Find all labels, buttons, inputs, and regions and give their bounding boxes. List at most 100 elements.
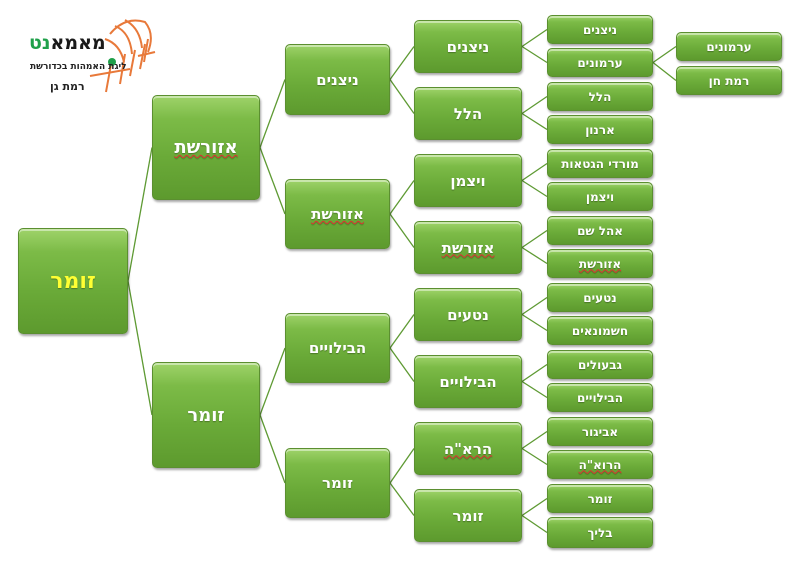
tree-node-l4[interactable]: זומר — [547, 484, 653, 513]
connector-line — [389, 448, 415, 484]
connector-line — [652, 45, 677, 64]
node-label: ארנון — [585, 122, 615, 137]
connector-line — [652, 61, 677, 82]
tree-node-l4[interactable]: אביגור — [547, 417, 653, 446]
tree-node-l4[interactable]: בליך — [547, 517, 653, 548]
tree-node-l4[interactable]: הלל — [547, 82, 653, 111]
tree-node-l4[interactable]: נטעים — [547, 283, 653, 312]
tree-node-l3[interactable]: אזורשת — [414, 221, 522, 274]
tree-node-l4[interactable]: הבילויים — [547, 383, 653, 412]
node-label: מורדי הגטאות — [561, 156, 639, 171]
node-label: ערמונים — [577, 55, 623, 70]
node-label: אזורשת — [578, 256, 622, 271]
connector-line — [521, 45, 548, 64]
node-label: זומר — [321, 474, 354, 492]
connector-line — [521, 246, 548, 265]
tree-node-l5[interactable]: רמת חן — [676, 66, 782, 95]
connector-line — [521, 313, 548, 332]
node-label: הבילויים — [577, 390, 623, 405]
connector-line — [259, 414, 286, 484]
connector-line — [521, 430, 548, 450]
node-label: נטעים — [583, 290, 617, 305]
tree-node-l3[interactable]: הרא"ה — [414, 422, 522, 475]
tree-node-l5[interactable]: ערמונים — [676, 32, 782, 61]
tree-node-l4[interactable]: הרוא"ה — [547, 450, 653, 479]
tree-node-l1[interactable]: זומר — [152, 362, 260, 468]
node-label: הבילויים — [308, 339, 367, 357]
tree-node-l4[interactable]: גבעולים — [547, 350, 653, 379]
tree-node-l1[interactable]: אזורשת — [152, 95, 260, 200]
connector-line — [259, 347, 286, 416]
tree-node-l2[interactable]: זומר — [285, 448, 390, 518]
node-label: ניצנים — [316, 70, 359, 89]
tree-node-l3[interactable]: ויצמן — [414, 154, 522, 207]
tree-node-l2[interactable]: הבילויים — [285, 313, 390, 383]
connector-line — [389, 213, 415, 248]
node-label: ויצמן — [450, 171, 486, 190]
node-label: הלל — [588, 89, 612, 104]
connector-line — [127, 147, 153, 282]
volleyball-logo-icon — [89, 19, 156, 93]
tree-node-l3[interactable]: זומר — [414, 489, 522, 542]
tree-node-l4[interactable]: ערמונים — [547, 48, 653, 77]
connector-line — [389, 314, 415, 349]
tree-node-l4[interactable]: מורדי הגטאות — [547, 149, 653, 178]
node-label: אזורשת — [311, 205, 364, 223]
node-label: חשמונאים — [571, 323, 629, 338]
connector-line — [389, 180, 415, 215]
tree-node-l4[interactable]: ויצמן — [547, 182, 653, 211]
node-label: נטעים — [447, 305, 489, 324]
node-label: זומר — [587, 491, 613, 506]
node-label: אזורשת — [174, 137, 238, 158]
node-label: רמת חן — [708, 73, 750, 88]
logo: מאמאנט ליגת האמהות בכדורשת רמת גן — [20, 14, 160, 94]
node-label: זומר — [50, 268, 96, 294]
node-label: ערמונים — [706, 39, 752, 54]
connector-line — [389, 46, 415, 80]
connector-line — [521, 95, 548, 115]
tree-node-l4[interactable]: ארנון — [547, 115, 653, 144]
connector-line — [521, 28, 548, 48]
tree-node-l4[interactable]: אזורשת — [547, 249, 653, 278]
node-label: הלל — [453, 104, 483, 123]
connector-line — [259, 79, 286, 148]
node-label: זומר — [452, 506, 484, 525]
tree-node-l3[interactable]: נטעים — [414, 288, 522, 341]
node-label: גבעולים — [578, 357, 622, 372]
tree-node-l2[interactable]: ניצנים — [285, 44, 390, 115]
tree-node-l4[interactable]: חשמונאים — [547, 316, 653, 345]
connector-line — [521, 380, 548, 399]
connector-line — [521, 162, 548, 182]
connector-line — [521, 514, 548, 534]
connector-line — [521, 296, 548, 316]
tree-node-l3[interactable]: ניצנים — [414, 20, 522, 73]
node-label: בליך — [587, 525, 613, 540]
node-label: אהל שם — [577, 223, 623, 238]
logo-subtitle: ליגת האמהות בכדורשת — [30, 62, 127, 72]
node-label: הרוא"ה — [578, 457, 622, 472]
connector-line — [521, 229, 548, 249]
node-label: הבילויים — [439, 372, 497, 391]
connector-line — [389, 347, 415, 382]
connector-line — [521, 112, 548, 131]
node-label: ניצנים — [446, 37, 490, 56]
tree-node-l4[interactable]: ניצנים — [547, 15, 653, 44]
tree-node-l4[interactable]: אהל שם — [547, 216, 653, 245]
logo-city: רמת גן — [50, 80, 85, 93]
connector-line — [389, 482, 415, 516]
connector-line — [259, 147, 286, 215]
tree-node-l3[interactable]: הלל — [414, 87, 522, 140]
connector-line — [521, 497, 548, 517]
connector-line — [521, 363, 548, 383]
node-label: ויצמן — [585, 189, 615, 204]
connector-line — [521, 179, 548, 198]
connector-line — [127, 280, 153, 416]
tree-node-root[interactable]: זומר — [18, 228, 128, 334]
tree-node-l3[interactable]: הבילויים — [414, 355, 522, 408]
connector-line — [389, 79, 415, 114]
connector-line — [521, 447, 548, 466]
node-label: ניצנים — [582, 22, 618, 37]
tree-node-l2[interactable]: אזורשת — [285, 179, 390, 249]
node-label: אביגור — [581, 424, 619, 439]
